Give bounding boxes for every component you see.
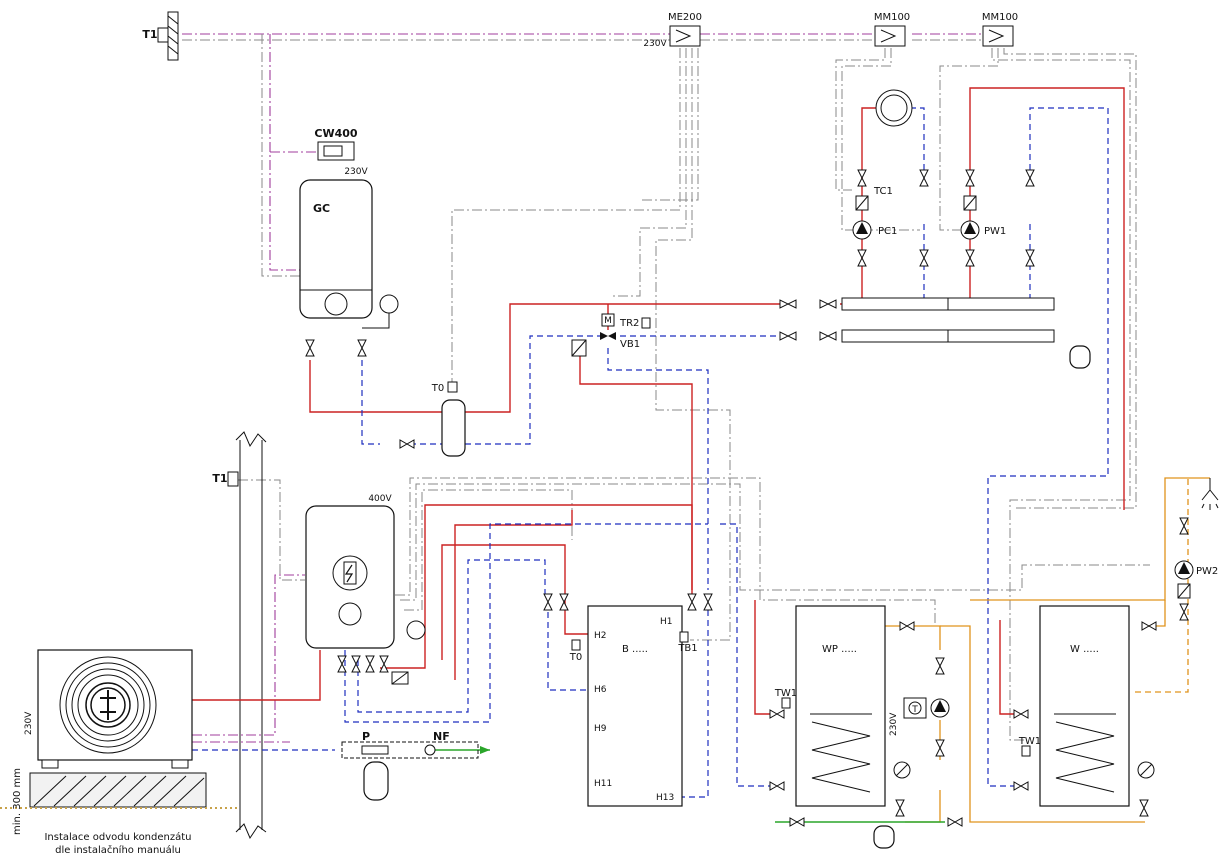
buffer-tank-b: B ..... H1 H2 H6 H9 H11 H13 TB1 T0 bbox=[569, 605, 698, 807]
indoor-voltage: 400V bbox=[368, 494, 392, 504]
storage-tank-w: W ..... TW1 bbox=[1018, 605, 1155, 807]
pc1-label: PC1 bbox=[878, 226, 897, 237]
wp-tank-label: WP ..... bbox=[822, 644, 857, 655]
vb1-label: VB1 bbox=[620, 339, 640, 350]
heat-pump-outdoor-unit: 230V min. 300 mm bbox=[12, 649, 193, 835]
heating-circuit-radiator bbox=[875, 89, 913, 127]
t1-top-label: T1 bbox=[142, 28, 157, 41]
me200-label: ME200 bbox=[668, 12, 702, 23]
pw1-label: PW1 bbox=[984, 226, 1006, 237]
tr2-label: TR2 bbox=[619, 318, 639, 329]
min-height-label: min. 300 mm bbox=[12, 768, 23, 835]
t0-lower-label: T0 bbox=[569, 652, 582, 663]
h11-label: H11 bbox=[594, 779, 612, 789]
tb1-label: TB1 bbox=[677, 643, 697, 654]
shutoff-valves bbox=[305, 169, 1189, 827]
supply-pipes bbox=[192, 87, 1125, 715]
t1-mid-label: T1 bbox=[212, 472, 227, 485]
building-wall bbox=[0, 11, 267, 840]
expansion-vessels bbox=[873, 345, 1091, 849]
tc1-label: TC1 bbox=[873, 186, 893, 197]
pw2-label: PW2 bbox=[1196, 566, 1218, 577]
mm100-a-label: MM100 bbox=[874, 12, 910, 23]
pump-pc1: PC1 TC1 bbox=[852, 186, 897, 240]
installation-note: Instalace odvodu kondenzátu dle instalač… bbox=[44, 831, 191, 856]
wp-voltage: 230V bbox=[889, 712, 899, 736]
outdoor-sensor-t1-top: T1 bbox=[142, 27, 169, 43]
tw1-b-label: TW1 bbox=[1018, 736, 1041, 747]
me200-module: ME200 230V bbox=[643, 12, 702, 49]
pump-pw2: PW2 bbox=[1174, 478, 1219, 599]
me200-voltage: 230V bbox=[643, 39, 667, 49]
mm100-module-a: MM100 bbox=[874, 12, 910, 47]
h2-label: H2 bbox=[594, 631, 607, 641]
outdoor-voltage: 230V bbox=[24, 711, 34, 735]
hydraulic-separator: T0 bbox=[431, 381, 466, 457]
manifold-bars bbox=[841, 297, 1055, 343]
outdoor-sensor-t1-mid: T1 bbox=[212, 471, 239, 487]
h1-label: H1 bbox=[660, 617, 673, 627]
h9-label: H9 bbox=[594, 724, 607, 734]
motor-label: M bbox=[604, 316, 612, 326]
thermostat-label: T bbox=[911, 705, 918, 715]
note-line1: Instalace odvodu kondenzátu bbox=[44, 831, 191, 843]
control-wiring bbox=[182, 33, 1150, 743]
b-tank-label: B ..... bbox=[622, 644, 648, 655]
h13-label: H13 bbox=[656, 793, 674, 803]
h6-label: H6 bbox=[594, 685, 607, 695]
storage-tank-wp: WP ..... TW1 230V T bbox=[774, 605, 950, 807]
cw400-controller: CW400 bbox=[314, 127, 358, 161]
heat-pump-indoor-unit: 400V bbox=[305, 494, 426, 685]
t0-upper-label: T0 bbox=[431, 383, 444, 394]
fill-station: P NF bbox=[341, 730, 490, 801]
tw1-a-label: TW1 bbox=[774, 688, 797, 699]
mm100-module-b: MM100 bbox=[982, 12, 1018, 47]
nf-label: NF bbox=[433, 730, 450, 743]
pump-pw1: PW1 bbox=[960, 195, 1006, 240]
mixing-valve-vb1: M VB1 TR2 bbox=[571, 313, 651, 357]
mm100-b-label: MM100 bbox=[982, 12, 1018, 23]
p-label: P bbox=[362, 730, 370, 743]
gas-boiler-gc: GC 230V bbox=[299, 167, 399, 329]
cw400-label: CW400 bbox=[314, 127, 358, 140]
gc-voltage: 230V bbox=[344, 167, 368, 177]
note-line2: dle instalačního manuálu bbox=[55, 844, 181, 856]
gc-label: GC bbox=[313, 202, 330, 215]
w-tank-label: W ..... bbox=[1070, 644, 1099, 655]
